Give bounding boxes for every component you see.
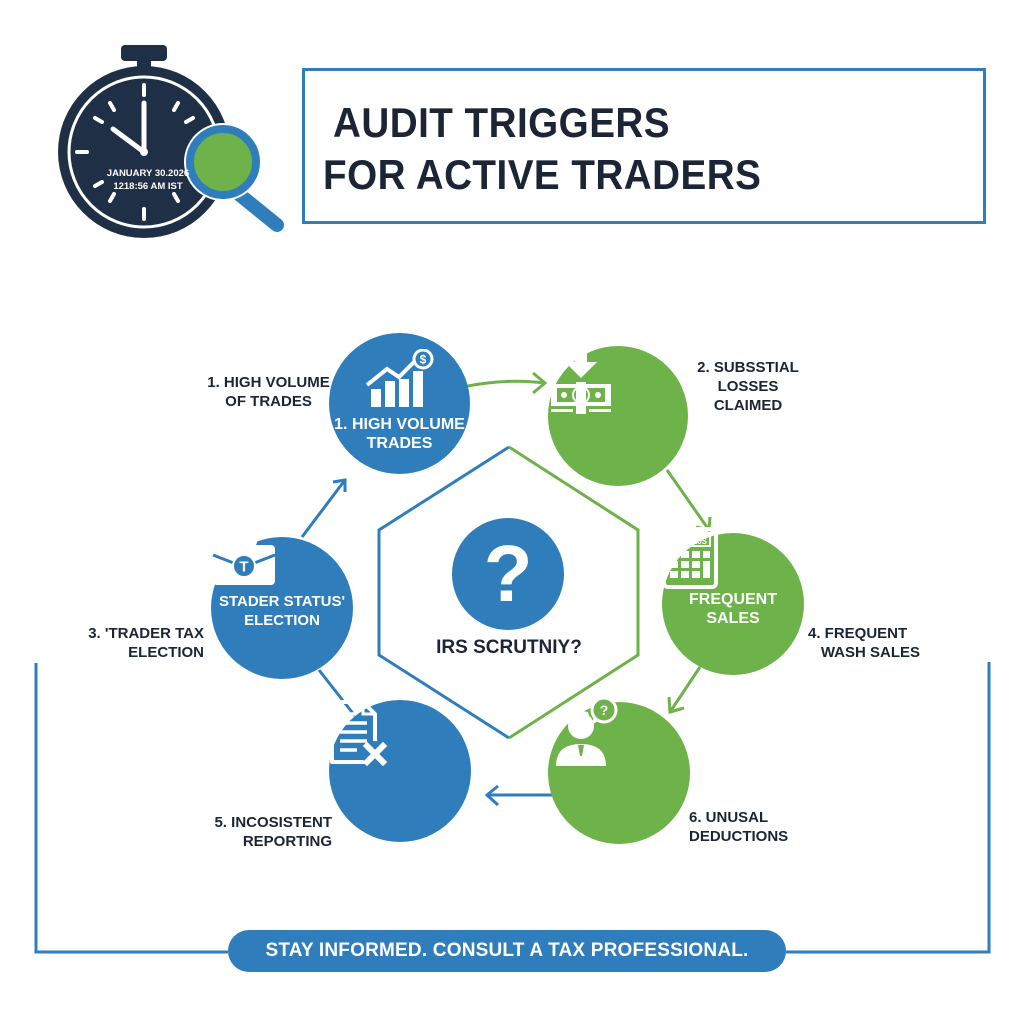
trigger-1-side-label-line-2: OF TRADES	[225, 393, 312, 410]
hour-hand	[110, 126, 147, 155]
stopwatch-crown	[121, 45, 167, 61]
svg-text:E0S: E0S	[692, 537, 708, 546]
trigger-6-side-label: 6. UNUSAL DEDUCTIONS	[689, 808, 788, 846]
arrow-4-to-6	[668, 666, 702, 713]
trigger-1-side-label-line-1: 1. HIGH VOLUME	[207, 374, 330, 391]
trigger-5-side-label-line-1: 5. INCOSISTENT	[214, 814, 332, 831]
connector-5-to-3	[317, 669, 357, 717]
trigger-1-circle-label-line-2: TRADES	[366, 434, 433, 452]
center-question-circle: ?	[452, 518, 564, 630]
arrow-3-to-1	[300, 479, 347, 538]
footer-banner: STAY INFORMED. CONSULT A TAX PROFESSIONA…	[228, 930, 786, 972]
center-label: IRS SCRUTNIY?	[436, 637, 582, 658]
trigger-1-circle: $ 1. HIGH VOLUME TRADES	[329, 333, 470, 474]
trigger-3-circle-label-line-2: ELECTION	[244, 612, 320, 629]
stopwatch-readout: JANUARY 30.2026 1218:56 AM IST	[88, 167, 208, 193]
magnifier-icon	[186, 125, 260, 199]
trigger-6-side-label-line-2: DEDUCTIONS	[689, 828, 789, 845]
arrow-2-to-4	[665, 469, 711, 531]
trigger-5-side-label-line-2: REPORTING	[242, 833, 332, 850]
trigger-2-side-label-line-3: CLAIMED	[713, 397, 783, 414]
trigger-5-circle	[329, 700, 471, 842]
trigger-4-side-label-line-1: 4. FREQUENT	[808, 625, 908, 642]
magnifier-handle	[233, 188, 284, 232]
briefcase-t-icon: T	[212, 533, 276, 585]
title-box: AUDIT TRIGGERS FOR ACTIVE TRADERS	[302, 68, 986, 224]
arrow-1-to-2	[462, 379, 546, 389]
frame-right-line	[786, 662, 991, 954]
stopwatch-date: JANUARY 30.2026	[106, 168, 190, 179]
trigger-1-side-label: 1. HIGH VOLUME OF TRADES	[201, 373, 336, 411]
question-mark-icon: ?	[483, 529, 533, 618]
trigger-4-circle: E0S FREQUENT SALES	[662, 527, 804, 675]
trigger-3-circle: T STADER STATUS' ELECTION	[211, 533, 353, 679]
trigger-6-circle: ?	[548, 696, 690, 844]
trigger-4-side-label: 4. FREQUENT WASH SALES	[808, 624, 920, 662]
trigger-2-side-label-line-2: LOSSES	[717, 378, 779, 395]
money-down-arrow-icon: $	[551, 348, 611, 414]
trigger-4-circle-label-line-2: SALES	[706, 610, 760, 627]
trigger-5-side-label: 5. INCOSISTENT REPORTING	[212, 813, 332, 851]
trigger-2-circle: $	[548, 346, 688, 486]
trigger-6-side-label-line-1: 6. UNUSAL	[689, 809, 769, 826]
svg-text:$: $	[419, 352, 426, 366]
trigger-2-side-label-line-1: 2. SUBSSTIAL	[697, 359, 799, 376]
trigger-3-side-label: 3. 'TRADER TAX ELECTION	[88, 624, 204, 662]
trigger-3-side-label-line-2: ELECTION	[128, 644, 204, 661]
document-x-icon	[330, 700, 388, 767]
svg-text:?: ?	[600, 702, 609, 718]
stopwatch-time: 1218:56 AM IST	[113, 181, 183, 192]
frame-left-line	[34, 663, 228, 954]
trigger-1-circle-label-line-1: 1. HIGH VOLUME	[334, 415, 465, 433]
svg-text:T: T	[239, 559, 248, 576]
trigger-3-circle-label-line-1: STADER STATUS'	[218, 593, 346, 610]
hexagon-right-edge	[508, 445, 640, 740]
trigger-4-circle-label-line-1: FREQUENT	[689, 591, 777, 608]
page-title-line-1: AUDIT TRIGGERS	[333, 99, 671, 146]
stopwatch-logo	[58, 45, 284, 238]
trigger-3-side-label-line-1: 3. 'TRADER TAX	[88, 625, 204, 642]
hexagon-left-edge	[377, 445, 510, 740]
trigger-2-side-label: 2. SUBSSTIAL LOSSES CLAIMED	[694, 358, 802, 415]
person-question-icon: ?	[556, 696, 618, 766]
bar-chart-dollar-icon: $	[365, 348, 433, 407]
calculator-icon: E0S	[662, 527, 718, 589]
trigger-4-side-label-line-2: WASH SALES	[820, 644, 920, 661]
page-title-line-2: FOR ACTIVE TRADERS	[323, 151, 762, 198]
